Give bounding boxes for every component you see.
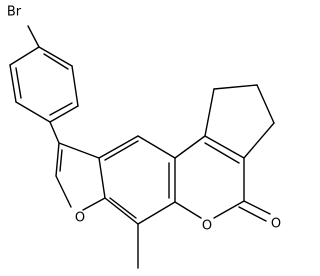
bond-carbonyl: [243, 200, 271, 215]
molecule-diagram: Br O O O: [7, 5, 281, 269]
bond-core-1: [98, 135, 139, 159]
bond-lactone-4: [204, 135, 245, 159]
carbonyl-oxygen-label: O: [271, 217, 281, 232]
bond-aryl-furan: [49, 121, 60, 144]
bromine-label: Br: [7, 5, 22, 20]
bond-lactone-5: [174, 135, 206, 159]
bond-furan-2: [98, 157, 106, 199]
bond-carbonyl-double: [238, 206, 267, 222]
atom-labels: Br O O O: [7, 5, 281, 234]
bond-aryl-3: [49, 105, 79, 123]
bond-aryl-double-2: [49, 102, 73, 116]
bond-cyclopentane-2: [213, 84, 258, 90]
bond-aryl-2: [71, 65, 79, 107]
bond-core-4: [137, 201, 176, 225]
bond-furan-1: [58, 142, 100, 159]
bond-aryl-double-1: [43, 53, 69, 70]
lactone-oxygen-label: O: [202, 219, 212, 234]
bond-core-double-1: [104, 140, 139, 161]
chemical-structure-canvas: Br O O O: [6, 4, 282, 269]
bond-lactone-1: [174, 201, 202, 219]
bond-aryl-6: [9, 46, 40, 66]
bond-lactone-2: [213, 200, 245, 219]
bond-furan-double: [59, 149, 63, 172]
bond-furan-3: [82, 197, 106, 211]
bond-lactone-double: [204, 142, 240, 164]
bonds: [9, 25, 275, 269]
bond-core-5: [104, 197, 139, 225]
furan-oxygen-label: O: [75, 211, 85, 226]
bond-cyclopentane-4: [243, 122, 275, 159]
bond-cyclopentane-1: [204, 88, 215, 137]
bond-aryl-double-3: [15, 67, 22, 99]
bond-core-2: [137, 135, 176, 159]
bond-br-c1: [27, 25, 40, 48]
bond-furan-4: [55, 175, 72, 208]
bond-aryl-1: [38, 46, 73, 67]
bond-cyclopentane-3: [256, 84, 275, 124]
bond-furan-5: [55, 142, 60, 177]
bond-core-double-3: [109, 197, 137, 219]
bond-aryl-5: [9, 64, 17, 103]
bond-aryl-4: [15, 101, 51, 123]
